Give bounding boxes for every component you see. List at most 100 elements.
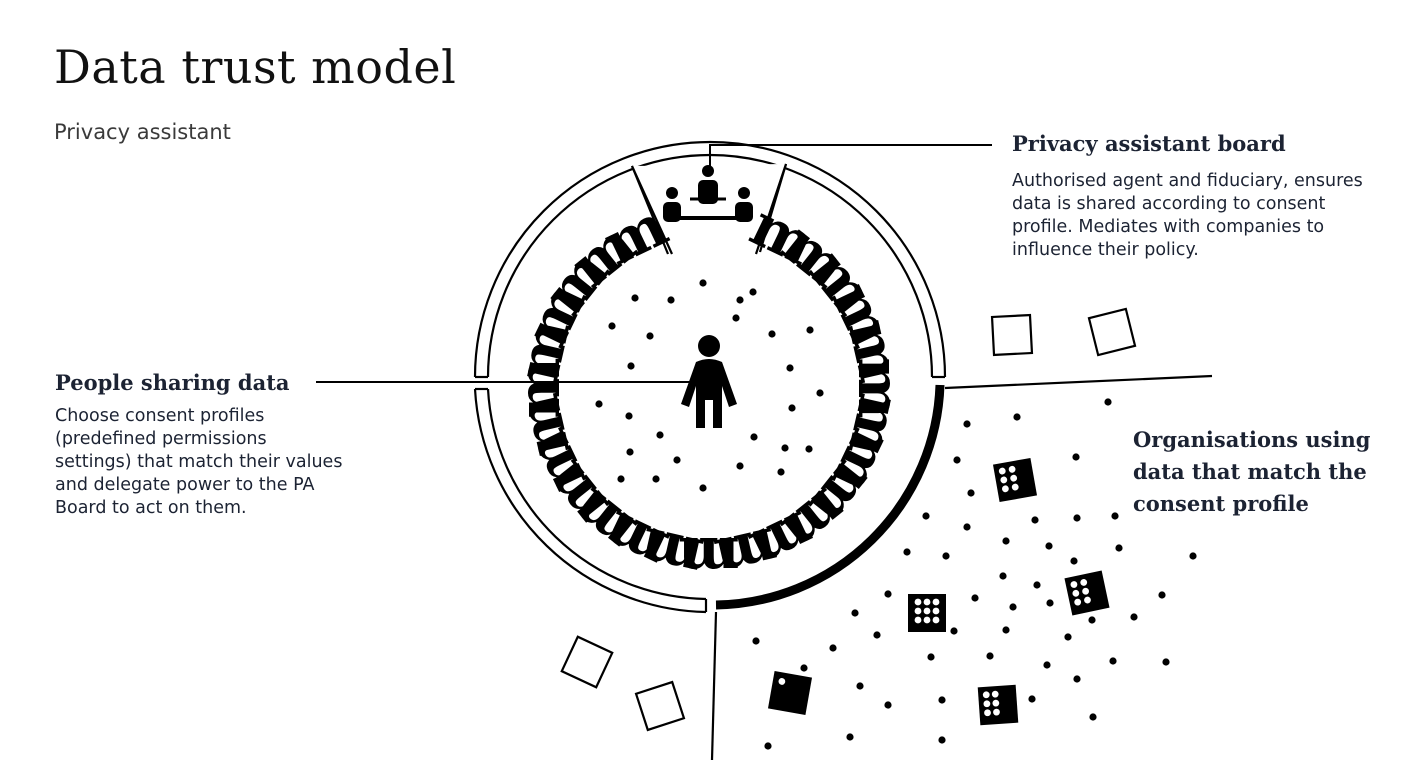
dot xyxy=(1031,516,1039,524)
dot xyxy=(967,489,975,497)
dot xyxy=(1045,542,1053,550)
person-icon xyxy=(681,335,737,428)
dot xyxy=(777,468,785,476)
dot xyxy=(652,475,660,483)
dot xyxy=(800,664,808,672)
dot xyxy=(1089,713,1097,721)
ring-arc-lower-right-bold xyxy=(715,384,945,610)
dot xyxy=(1130,613,1138,621)
dot xyxy=(1013,413,1021,421)
ring-arc-lower-left-inner xyxy=(486,388,707,601)
dot xyxy=(656,431,664,439)
board-heading: Privacy assistant board xyxy=(1012,131,1286,156)
org-boundary-left xyxy=(710,611,718,761)
dot xyxy=(1162,658,1170,666)
dot xyxy=(625,412,633,420)
dot xyxy=(699,484,707,492)
ring-glyph: m xyxy=(505,357,573,418)
dot xyxy=(788,404,796,412)
ring-glyph: m xyxy=(845,357,913,418)
empty-box xyxy=(1087,307,1137,357)
dot xyxy=(781,444,789,452)
dot xyxy=(1111,512,1119,520)
dot xyxy=(1033,581,1041,589)
dot xyxy=(1073,675,1081,683)
org-dots xyxy=(752,398,1197,750)
dot xyxy=(608,322,616,330)
dot xyxy=(1158,591,1166,599)
board-leader-line xyxy=(709,144,992,166)
dot xyxy=(999,572,1007,580)
dot xyxy=(1115,544,1123,552)
orgs-heading: Organisations using data that match the … xyxy=(1133,427,1371,516)
dot xyxy=(667,296,675,304)
dot xyxy=(699,279,707,287)
dot xyxy=(1028,695,1036,703)
people-description: Choose consent profiles (predefined perm… xyxy=(55,406,343,518)
page-title: Data trust model xyxy=(54,40,457,94)
dot xyxy=(884,701,892,709)
dot xyxy=(963,420,971,428)
dot xyxy=(764,742,772,750)
org-box xyxy=(908,594,946,632)
dot xyxy=(1009,603,1017,611)
outside-boxes xyxy=(560,307,1137,732)
dot xyxy=(631,294,639,302)
dot xyxy=(816,389,824,397)
dot xyxy=(938,736,946,744)
dot xyxy=(846,733,854,741)
empty-box xyxy=(990,313,1034,357)
dot xyxy=(673,456,681,464)
dot xyxy=(927,653,935,661)
dot xyxy=(971,594,979,602)
dot xyxy=(1002,537,1010,545)
board-people-icon xyxy=(663,165,753,222)
dot xyxy=(806,326,814,334)
dot xyxy=(938,696,946,704)
dot xyxy=(736,296,744,304)
ring-glyph: m xyxy=(835,388,915,463)
dot xyxy=(1070,557,1078,565)
dot xyxy=(749,288,757,296)
dot xyxy=(750,433,758,441)
board-description: Authorised agent and fiduciary, ensures … xyxy=(1012,171,1363,260)
empty-box xyxy=(634,680,686,732)
ring-glyph: m xyxy=(634,514,709,594)
dot xyxy=(595,400,603,408)
dot xyxy=(873,631,881,639)
ring-glyph: m xyxy=(709,514,784,594)
dot xyxy=(1043,661,1051,669)
dot xyxy=(1104,398,1112,406)
dot xyxy=(617,475,625,483)
ring-glyph: m xyxy=(678,524,739,592)
org-boxes xyxy=(767,457,1110,726)
org-box xyxy=(977,684,1019,726)
dot xyxy=(752,637,760,645)
org-box xyxy=(1064,570,1110,616)
dot xyxy=(1046,599,1054,607)
dot xyxy=(851,609,859,617)
people-heading: People sharing data xyxy=(55,370,290,395)
dot xyxy=(829,644,837,652)
empty-box xyxy=(560,635,614,689)
dot xyxy=(1072,453,1080,461)
dot xyxy=(1109,657,1117,665)
dot xyxy=(1002,626,1010,634)
dot xyxy=(884,590,892,598)
dot xyxy=(768,330,776,338)
dot xyxy=(1189,552,1197,560)
dot xyxy=(903,548,911,556)
org-box xyxy=(992,457,1038,503)
dot xyxy=(786,364,794,372)
dot xyxy=(1088,616,1096,624)
ring-glyph: m xyxy=(835,313,915,388)
dot xyxy=(732,314,740,322)
dot xyxy=(953,456,961,464)
inner-dots xyxy=(595,279,824,492)
dot xyxy=(805,445,813,453)
ring-glyph: m xyxy=(503,313,583,388)
dot xyxy=(856,682,864,690)
dot xyxy=(922,512,930,520)
page-subtitle: Privacy assistant xyxy=(54,120,231,144)
